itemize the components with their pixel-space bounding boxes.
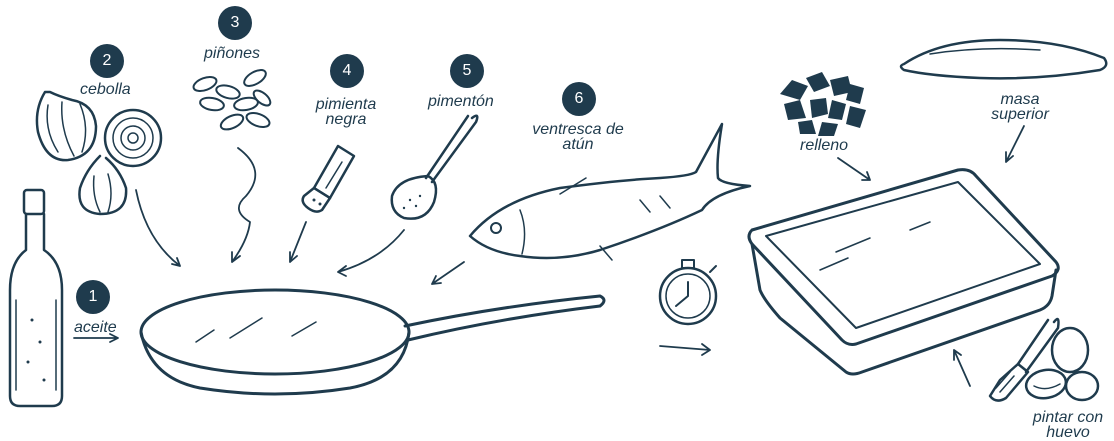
flow-arrows	[73, 125, 1025, 387]
oil-bottle-icon	[8, 188, 64, 408]
step-3-label: piñones	[204, 45, 261, 62]
step-6-badge: 6	[562, 82, 596, 116]
step-1-badge: 1	[76, 280, 110, 314]
step-4-badge: 4	[330, 54, 364, 88]
dough-icon	[899, 38, 1108, 80]
step-5-badge: 5	[450, 54, 484, 88]
frying-pan-icon	[139, 288, 606, 396]
egg-wash-label: pintar con huevo	[1032, 409, 1104, 441]
brush-icon	[988, 317, 1060, 402]
pepper-shaker-icon	[301, 144, 356, 213]
baking-dish-icon	[747, 168, 1060, 376]
step-3-badge: 3	[218, 6, 252, 40]
stopwatch-icon	[658, 259, 718, 326]
step-1-label: aceite	[74, 319, 117, 336]
tuna-icon	[468, 122, 752, 261]
step-2-badge: 2	[90, 44, 124, 78]
step-2-label: cebolla	[80, 81, 131, 98]
top-dough-label: masa superior	[991, 91, 1049, 123]
paprika-spoon-icon	[390, 114, 479, 220]
recipe-diagram	[8, 38, 1108, 408]
pine-nuts-icon	[192, 69, 272, 131]
egg-icon	[1024, 326, 1100, 402]
onion-icon	[35, 90, 163, 216]
filling-label: relleno	[800, 137, 849, 154]
step-6-label: ventresca de atún	[532, 121, 624, 153]
step-4-label: pimienta negra	[315, 96, 377, 128]
step-5-label: pimentón	[428, 93, 494, 110]
filling-icon	[780, 72, 866, 136]
